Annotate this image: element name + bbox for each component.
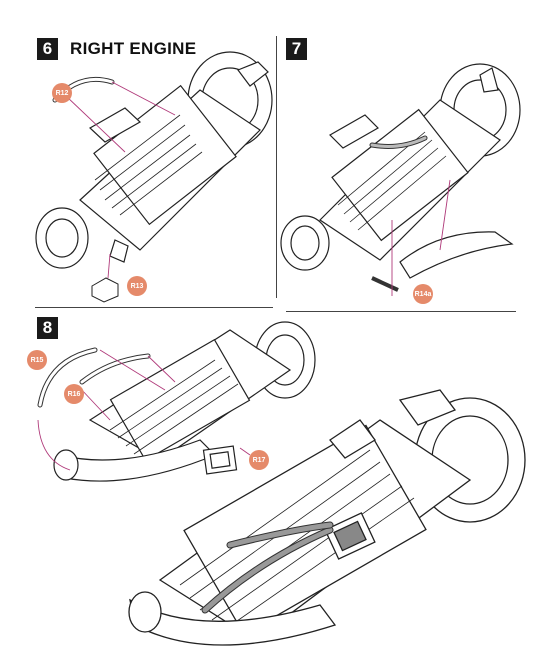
panel-divider-vertical	[276, 36, 277, 298]
callout-r17: R17	[249, 450, 269, 470]
step-6-badge: 6	[37, 38, 58, 60]
panel-divider-right	[286, 311, 516, 312]
step-8-badge: 8	[37, 317, 58, 339]
callout-r15: R15	[27, 350, 47, 370]
step-6-title: RIGHT ENGINE	[70, 39, 197, 58]
step-7-badge: 7	[286, 38, 307, 60]
panel-divider-left	[35, 307, 273, 308]
callout-r16: R16	[64, 384, 84, 404]
callout-r14a: R14a	[413, 284, 433, 304]
callout-r13: R13	[127, 276, 147, 296]
callout-r12: R12	[52, 83, 72, 103]
